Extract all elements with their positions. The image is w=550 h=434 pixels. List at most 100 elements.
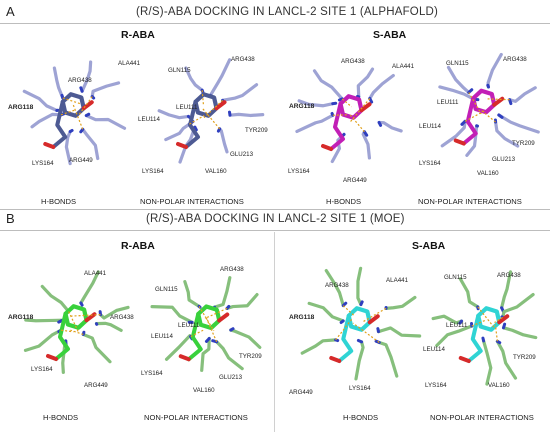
label-arg438: ARG438 bbox=[497, 272, 521, 279]
residue-stick bbox=[218, 127, 229, 154]
mol-a-s-nonpolar bbox=[438, 52, 540, 157]
residue-stick bbox=[324, 268, 345, 308]
oxygen-stick bbox=[178, 354, 191, 362]
label-gln115: GLN115 bbox=[155, 286, 178, 293]
residue-stick bbox=[22, 89, 59, 113]
nitrogen-stick bbox=[84, 112, 91, 118]
label-val160: VAL160 bbox=[205, 168, 227, 175]
panel-a-letter: A bbox=[6, 4, 15, 19]
interaction-dash bbox=[471, 319, 486, 327]
caption-b-s-hbonds: H-BONDS bbox=[343, 413, 379, 422]
caption-b-r-hbonds: H-BONDS bbox=[43, 413, 79, 422]
residue-stick bbox=[229, 328, 262, 349]
residue-stick bbox=[300, 338, 338, 355]
interaction-dash bbox=[335, 318, 353, 341]
nitrogen-stick bbox=[508, 98, 513, 106]
label-ala441: ALA441 bbox=[386, 277, 409, 284]
label-arg438: ARG438 bbox=[341, 58, 365, 65]
residue-stick bbox=[500, 292, 535, 320]
panel-a-title: (R/S)-ABA DOCKING IN LANCL-2 SITE 1 (ALP… bbox=[136, 6, 439, 18]
residue-stick bbox=[150, 305, 194, 324]
interaction-dash bbox=[70, 314, 101, 317]
residue-stick bbox=[228, 112, 265, 118]
panel-b-letter: B bbox=[6, 211, 15, 226]
residue-stick bbox=[183, 280, 201, 308]
label-arg438: ARG438 bbox=[220, 266, 244, 273]
ligand-ring bbox=[346, 306, 372, 332]
nitrogen-stick bbox=[339, 319, 345, 325]
label-arg438: ARG438 bbox=[503, 56, 527, 63]
interaction-dash bbox=[468, 92, 482, 115]
label-ala441: ALA441 bbox=[392, 63, 415, 70]
label-leu114: LEU114 bbox=[423, 346, 445, 353]
interaction-dash bbox=[203, 99, 224, 119]
label-arg118: ARG118 bbox=[8, 104, 34, 111]
residue-stick bbox=[94, 321, 123, 332]
label-lys164: LYS164 bbox=[31, 366, 53, 373]
nitrogen-stick bbox=[486, 83, 490, 89]
label-arg449: ARG449 bbox=[343, 177, 367, 184]
oxygen-stick bbox=[453, 138, 466, 146]
label-leu111: LEU111 bbox=[446, 322, 468, 329]
residue-stick bbox=[440, 119, 467, 148]
ligand-chain bbox=[51, 99, 68, 149]
interaction-dash bbox=[70, 329, 84, 335]
residue-stick bbox=[501, 326, 538, 340]
label-lys164: LYS164 bbox=[349, 385, 371, 392]
interaction-dash bbox=[349, 98, 371, 123]
label-lys164: LYS164 bbox=[32, 160, 54, 167]
residue-stick bbox=[215, 340, 244, 371]
ligand-chain bbox=[184, 99, 200, 149]
residue-stick bbox=[64, 129, 72, 166]
interaction-dash bbox=[189, 115, 205, 125]
interaction-dash bbox=[205, 317, 218, 343]
residue-stick bbox=[98, 305, 130, 320]
residue-stick bbox=[200, 336, 211, 372]
residue-stick bbox=[376, 326, 422, 338]
nitrogen-stick bbox=[60, 93, 65, 100]
nitrogen-stick bbox=[362, 130, 369, 137]
label-leu114: LEU114 bbox=[419, 123, 441, 130]
oxygen-stick bbox=[176, 142, 188, 149]
label-glu213: GLU213 bbox=[230, 151, 254, 158]
residue-stick bbox=[493, 120, 520, 148]
residue-stick bbox=[24, 318, 65, 323]
interaction-dash bbox=[201, 90, 205, 106]
label-val160: VAL160 bbox=[488, 382, 510, 389]
oxygen-stick bbox=[214, 100, 227, 111]
residue-stick bbox=[354, 340, 365, 381]
label-arg438: ARG438 bbox=[110, 314, 134, 321]
nitrogen-stick bbox=[79, 301, 84, 307]
interaction-dash bbox=[481, 110, 496, 123]
oxygen-stick bbox=[359, 102, 372, 113]
residue-stick bbox=[507, 86, 537, 103]
label-arg438: ARG438 bbox=[68, 77, 92, 84]
nitrogen-stick bbox=[376, 327, 380, 334]
interaction-dash bbox=[362, 307, 387, 323]
residue-stick bbox=[307, 301, 345, 323]
panel-b-title: (R/S)-ABA DOCKING IN LANCL-2 SITE 1 (MOE… bbox=[146, 213, 405, 225]
nitrogen-stick bbox=[377, 120, 383, 127]
label-leu111: LEU111 bbox=[176, 104, 198, 111]
mol-b-s-hbonds bbox=[300, 266, 422, 381]
panel-b-r-header: R-ABA bbox=[121, 240, 155, 252]
residue-stick bbox=[356, 67, 375, 99]
label-val160: VAL160 bbox=[193, 387, 215, 394]
label-ala441: ALA441 bbox=[118, 60, 141, 67]
nitrogen-stick bbox=[79, 127, 85, 134]
interaction-dash bbox=[494, 324, 498, 342]
oxygen-stick bbox=[217, 312, 230, 323]
residue-stick bbox=[81, 332, 112, 364]
ligand-chain bbox=[466, 313, 483, 363]
oxygen-stick bbox=[46, 354, 58, 361]
interaction-dash bbox=[190, 328, 206, 338]
residue-stick bbox=[431, 314, 464, 325]
nitrogen-stick bbox=[356, 338, 364, 344]
residue-stick bbox=[458, 277, 480, 309]
mol-a-r-nonpolar bbox=[157, 58, 265, 164]
caption-a-r-nonpolar: NON-POLAR INTERACTIONS bbox=[140, 197, 244, 206]
label-leu114: LEU114 bbox=[138, 116, 160, 123]
residue-stick bbox=[220, 83, 259, 102]
residue-stick bbox=[90, 81, 121, 99]
oxygen-stick bbox=[458, 356, 471, 363]
